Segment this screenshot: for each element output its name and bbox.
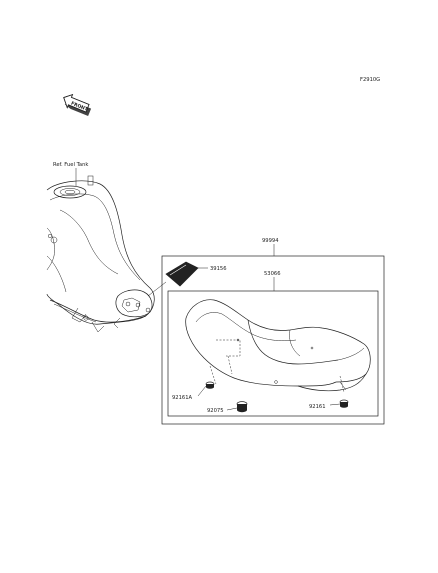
part-label-53066: 53066 xyxy=(264,271,281,277)
collar-92075 xyxy=(236,401,248,413)
ref-fuel-tank-label: Ref. Fuel Tank xyxy=(53,162,88,168)
leader-92075 xyxy=(226,407,238,411)
figure-id-label: F2910G xyxy=(360,77,380,83)
seat-illustration xyxy=(185,299,371,393)
part-label-99994: 99994 xyxy=(262,238,279,244)
part-label-92161: 92161 xyxy=(309,404,326,410)
front-arrow-icon: FRONT xyxy=(63,93,92,117)
cover-part-39156 xyxy=(165,261,199,287)
leader-92161a xyxy=(197,385,207,397)
grommet-92161 xyxy=(339,399,349,408)
part-label-39156: 39156 xyxy=(210,266,227,272)
part-label-92075: 92075 xyxy=(207,408,224,414)
cover-connection-line xyxy=(147,281,167,297)
seat-subassembly-outline xyxy=(167,290,379,417)
leader-92161 xyxy=(329,403,341,406)
part-label-92161a: 92161A xyxy=(172,395,193,401)
assembly-outline xyxy=(161,255,385,425)
fuel-tank-illustration xyxy=(46,175,155,333)
grommet-92161a xyxy=(205,381,215,389)
